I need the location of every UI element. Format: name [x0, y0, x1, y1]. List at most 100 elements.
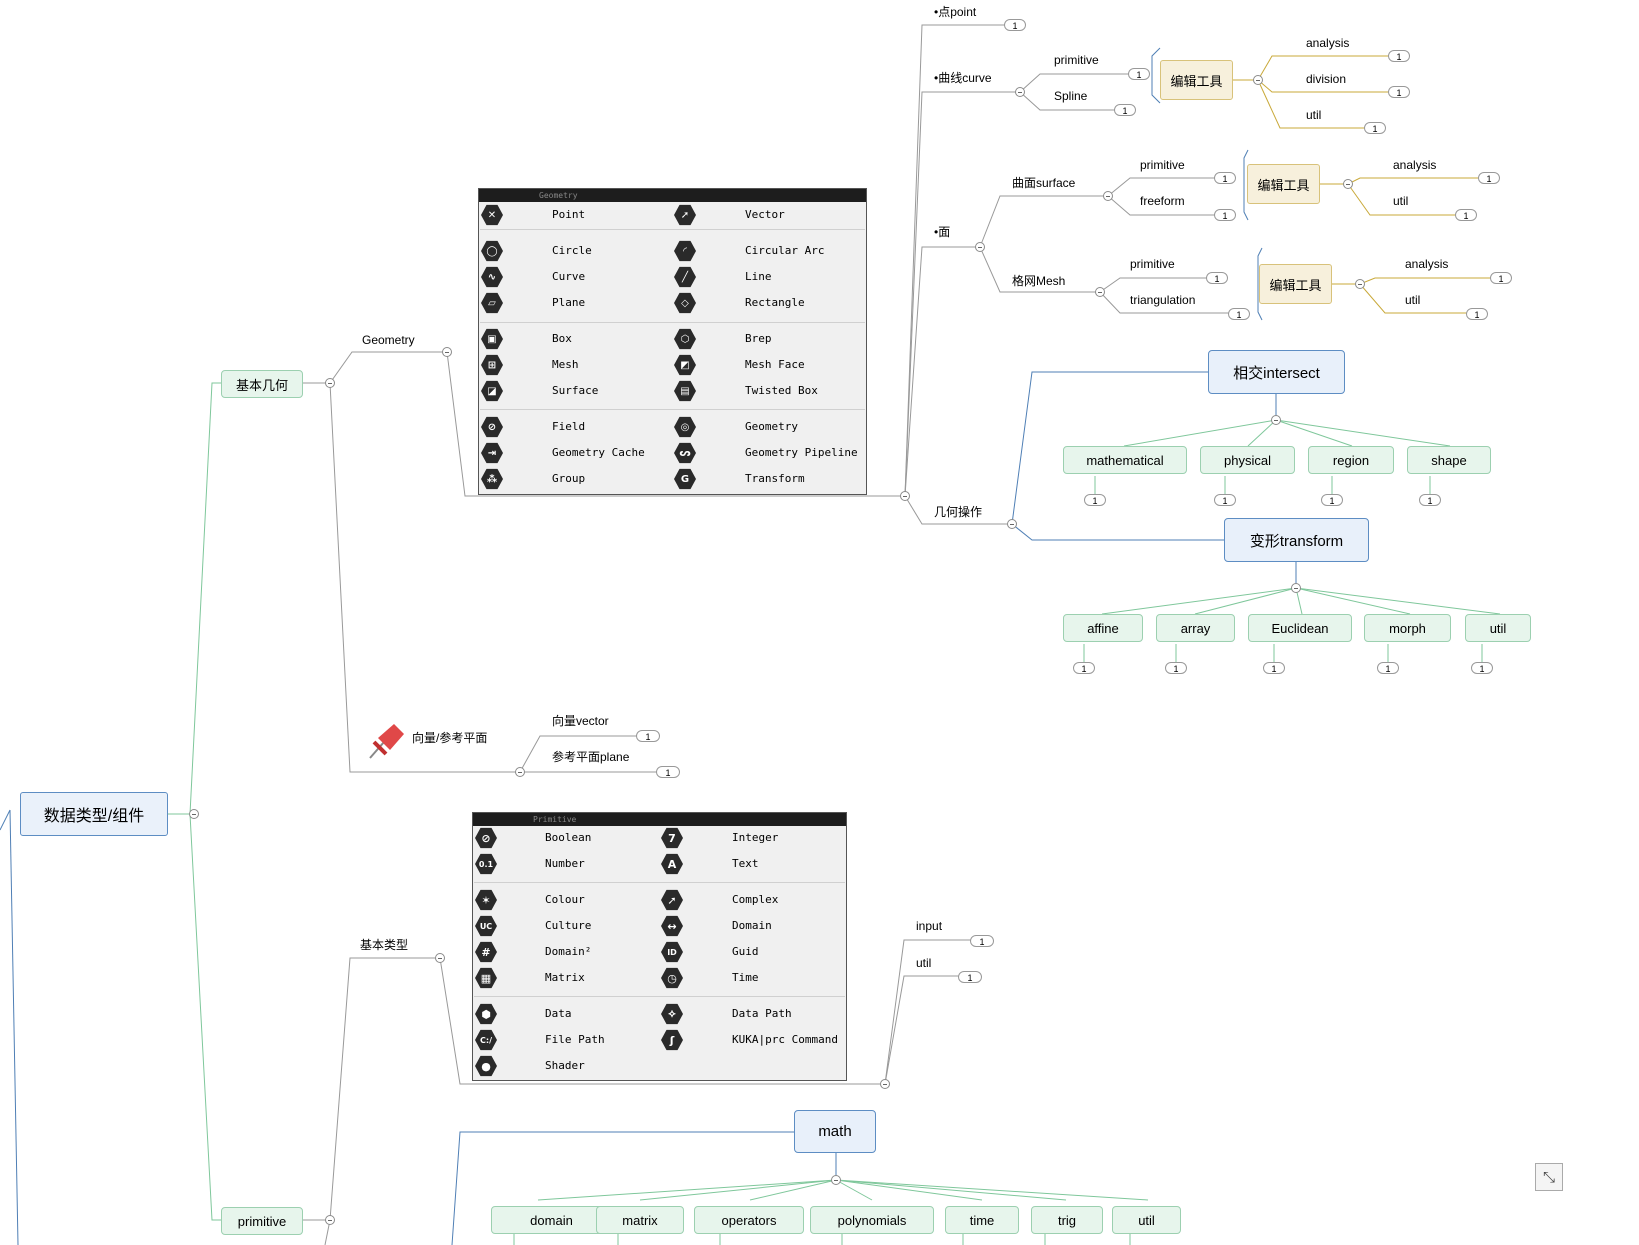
- collapse-toggle[interactable]: [1103, 191, 1113, 201]
- count-badge[interactable]: 1: [1214, 494, 1236, 506]
- component-icon[interactable]: ⬡: [674, 328, 696, 350]
- topic-freeform[interactable]: freeform: [1140, 194, 1185, 208]
- component-label[interactable]: Vector: [745, 208, 785, 221]
- collapse-toggle[interactable]: [1253, 75, 1263, 85]
- component-label[interactable]: Geometry Cache: [552, 446, 645, 459]
- component-icon[interactable]: ⊞: [481, 354, 503, 376]
- topic-analysis[interactable]: analysis: [1393, 158, 1437, 172]
- component-label[interactable]: Data: [545, 1007, 572, 1020]
- topic-morph[interactable]: morph: [1364, 614, 1451, 642]
- topic-shape[interactable]: shape: [1407, 446, 1491, 474]
- component-label[interactable]: Twisted Box: [745, 384, 818, 397]
- topic-spline[interactable]: Spline: [1054, 89, 1088, 103]
- topic-trig[interactable]: trig: [1031, 1206, 1103, 1234]
- topic-surface-root[interactable]: •面: [934, 225, 951, 239]
- count-badge[interactable]: 1: [1084, 494, 1106, 506]
- component-label[interactable]: File Path: [545, 1033, 605, 1046]
- collapse-toggle[interactable]: [1007, 519, 1017, 529]
- topic-curve-primitive[interactable]: primitive: [1054, 53, 1099, 67]
- collapse-toggle[interactable]: [1291, 583, 1301, 593]
- component-icon[interactable]: 0.1: [475, 853, 497, 875]
- component-label[interactable]: Rectangle: [745, 296, 805, 309]
- component-icon[interactable]: ◪: [481, 380, 503, 402]
- root-topic[interactable]: 数据类型/组件: [20, 792, 168, 836]
- topic-operators[interactable]: operators: [694, 1206, 804, 1234]
- topic-transform[interactable]: 变形transform: [1224, 518, 1369, 562]
- collapse-toggle[interactable]: [1271, 415, 1281, 425]
- collapse-toggle[interactable]: [1015, 87, 1025, 97]
- topic-surface-primitive[interactable]: primitive: [1140, 158, 1185, 172]
- component-label[interactable]: Complex: [732, 893, 779, 906]
- component-icon[interactable]: ◷: [661, 967, 683, 989]
- topic-util[interactable]: util: [916, 956, 932, 970]
- count-badge[interactable]: 1: [1364, 122, 1386, 134]
- topic-point[interactable]: •点point: [934, 5, 977, 19]
- count-badge[interactable]: 1: [1214, 209, 1236, 221]
- count-badge[interactable]: 1: [1455, 209, 1477, 221]
- count-badge[interactable]: 1: [1388, 50, 1410, 62]
- component-label[interactable]: Plane: [552, 296, 586, 309]
- component-icon[interactable]: ↔: [661, 915, 683, 937]
- component-label[interactable]: Time: [732, 971, 759, 984]
- collapse-toggle[interactable]: [831, 1175, 841, 1185]
- count-badge[interactable]: 1: [1490, 272, 1512, 284]
- component-label[interactable]: Group: [552, 472, 586, 485]
- component-icon[interactable]: ⇥: [481, 442, 503, 464]
- component-icon[interactable]: ➚: [674, 204, 696, 226]
- component-icon[interactable]: ●: [475, 1055, 497, 1077]
- topic-euclidean[interactable]: Euclidean: [1248, 614, 1352, 642]
- component-icon[interactable]: ➚: [661, 889, 683, 911]
- component-icon[interactable]: ◇: [674, 292, 696, 314]
- count-badge[interactable]: 1: [1073, 662, 1095, 674]
- topic-vector[interactable]: 向量vector: [552, 714, 609, 728]
- collapse-toggle[interactable]: [515, 767, 525, 777]
- topic-primitive[interactable]: primitive: [221, 1207, 303, 1235]
- component-label[interactable]: Mesh: [552, 358, 579, 371]
- component-icon[interactable]: ⊘: [481, 416, 503, 438]
- topic-division[interactable]: division: [1306, 72, 1347, 86]
- collapse-toggle[interactable]: [975, 242, 985, 252]
- count-badge[interactable]: 1: [1228, 308, 1250, 320]
- count-badge[interactable]: 1: [958, 971, 982, 983]
- count-badge[interactable]: 1: [970, 935, 994, 947]
- component-label[interactable]: Surface: [552, 384, 599, 397]
- collapse-toggle[interactable]: [1095, 287, 1105, 297]
- component-icon[interactable]: ◩: [674, 354, 696, 376]
- component-icon[interactable]: ◎: [674, 416, 696, 438]
- component-icon[interactable]: ⬢: [475, 1003, 497, 1025]
- topic-basic-geometry[interactable]: 基本几何: [221, 370, 303, 398]
- component-label[interactable]: Text: [732, 857, 759, 870]
- component-label[interactable]: Geometry Pipeline: [745, 446, 858, 459]
- component-label[interactable]: Number: [545, 857, 585, 870]
- component-icon[interactable]: ╱: [674, 266, 696, 288]
- topic-affine[interactable]: affine: [1063, 614, 1143, 642]
- count-badge[interactable]: 1: [1466, 308, 1488, 320]
- count-badge[interactable]: 1: [1321, 494, 1343, 506]
- component-label[interactable]: Colour: [545, 893, 585, 906]
- component-label[interactable]: Integer: [732, 831, 779, 844]
- topic-curve[interactable]: •曲线curve: [934, 71, 992, 85]
- topic-analysis[interactable]: analysis: [1306, 36, 1350, 50]
- component-label[interactable]: Field: [552, 420, 586, 433]
- collapse-toggle[interactable]: [435, 953, 445, 963]
- component-icon[interactable]: UC: [475, 915, 497, 937]
- count-badge[interactable]: 1: [1388, 86, 1410, 98]
- component-icon[interactable]: ▤: [674, 380, 696, 402]
- topic-mesh[interactable]: 格网Mesh: [1012, 274, 1066, 288]
- count-badge[interactable]: 1: [1004, 19, 1026, 31]
- topic-geometry-ops[interactable]: 几何操作: [934, 505, 983, 519]
- count-badge[interactable]: 1: [656, 766, 680, 778]
- component-label[interactable]: Domain: [732, 919, 772, 932]
- topic-intersect[interactable]: 相交intersect: [1208, 350, 1345, 394]
- topic-util[interactable]: util: [1306, 108, 1322, 122]
- component-label[interactable]: Boolean: [545, 831, 592, 844]
- component-label[interactable]: Guid: [732, 945, 759, 958]
- component-icon[interactable]: ◯: [481, 240, 503, 262]
- collapse-toggle[interactable]: [325, 378, 335, 388]
- topic-polynomials[interactable]: polynomials: [810, 1206, 934, 1234]
- count-badge[interactable]: 1: [1471, 662, 1493, 674]
- count-badge[interactable]: 1: [1206, 272, 1228, 284]
- component-label[interactable]: Point: [552, 208, 586, 221]
- component-icon[interactable]: ⊘: [475, 827, 497, 849]
- component-icon[interactable]: ⁂: [481, 468, 503, 490]
